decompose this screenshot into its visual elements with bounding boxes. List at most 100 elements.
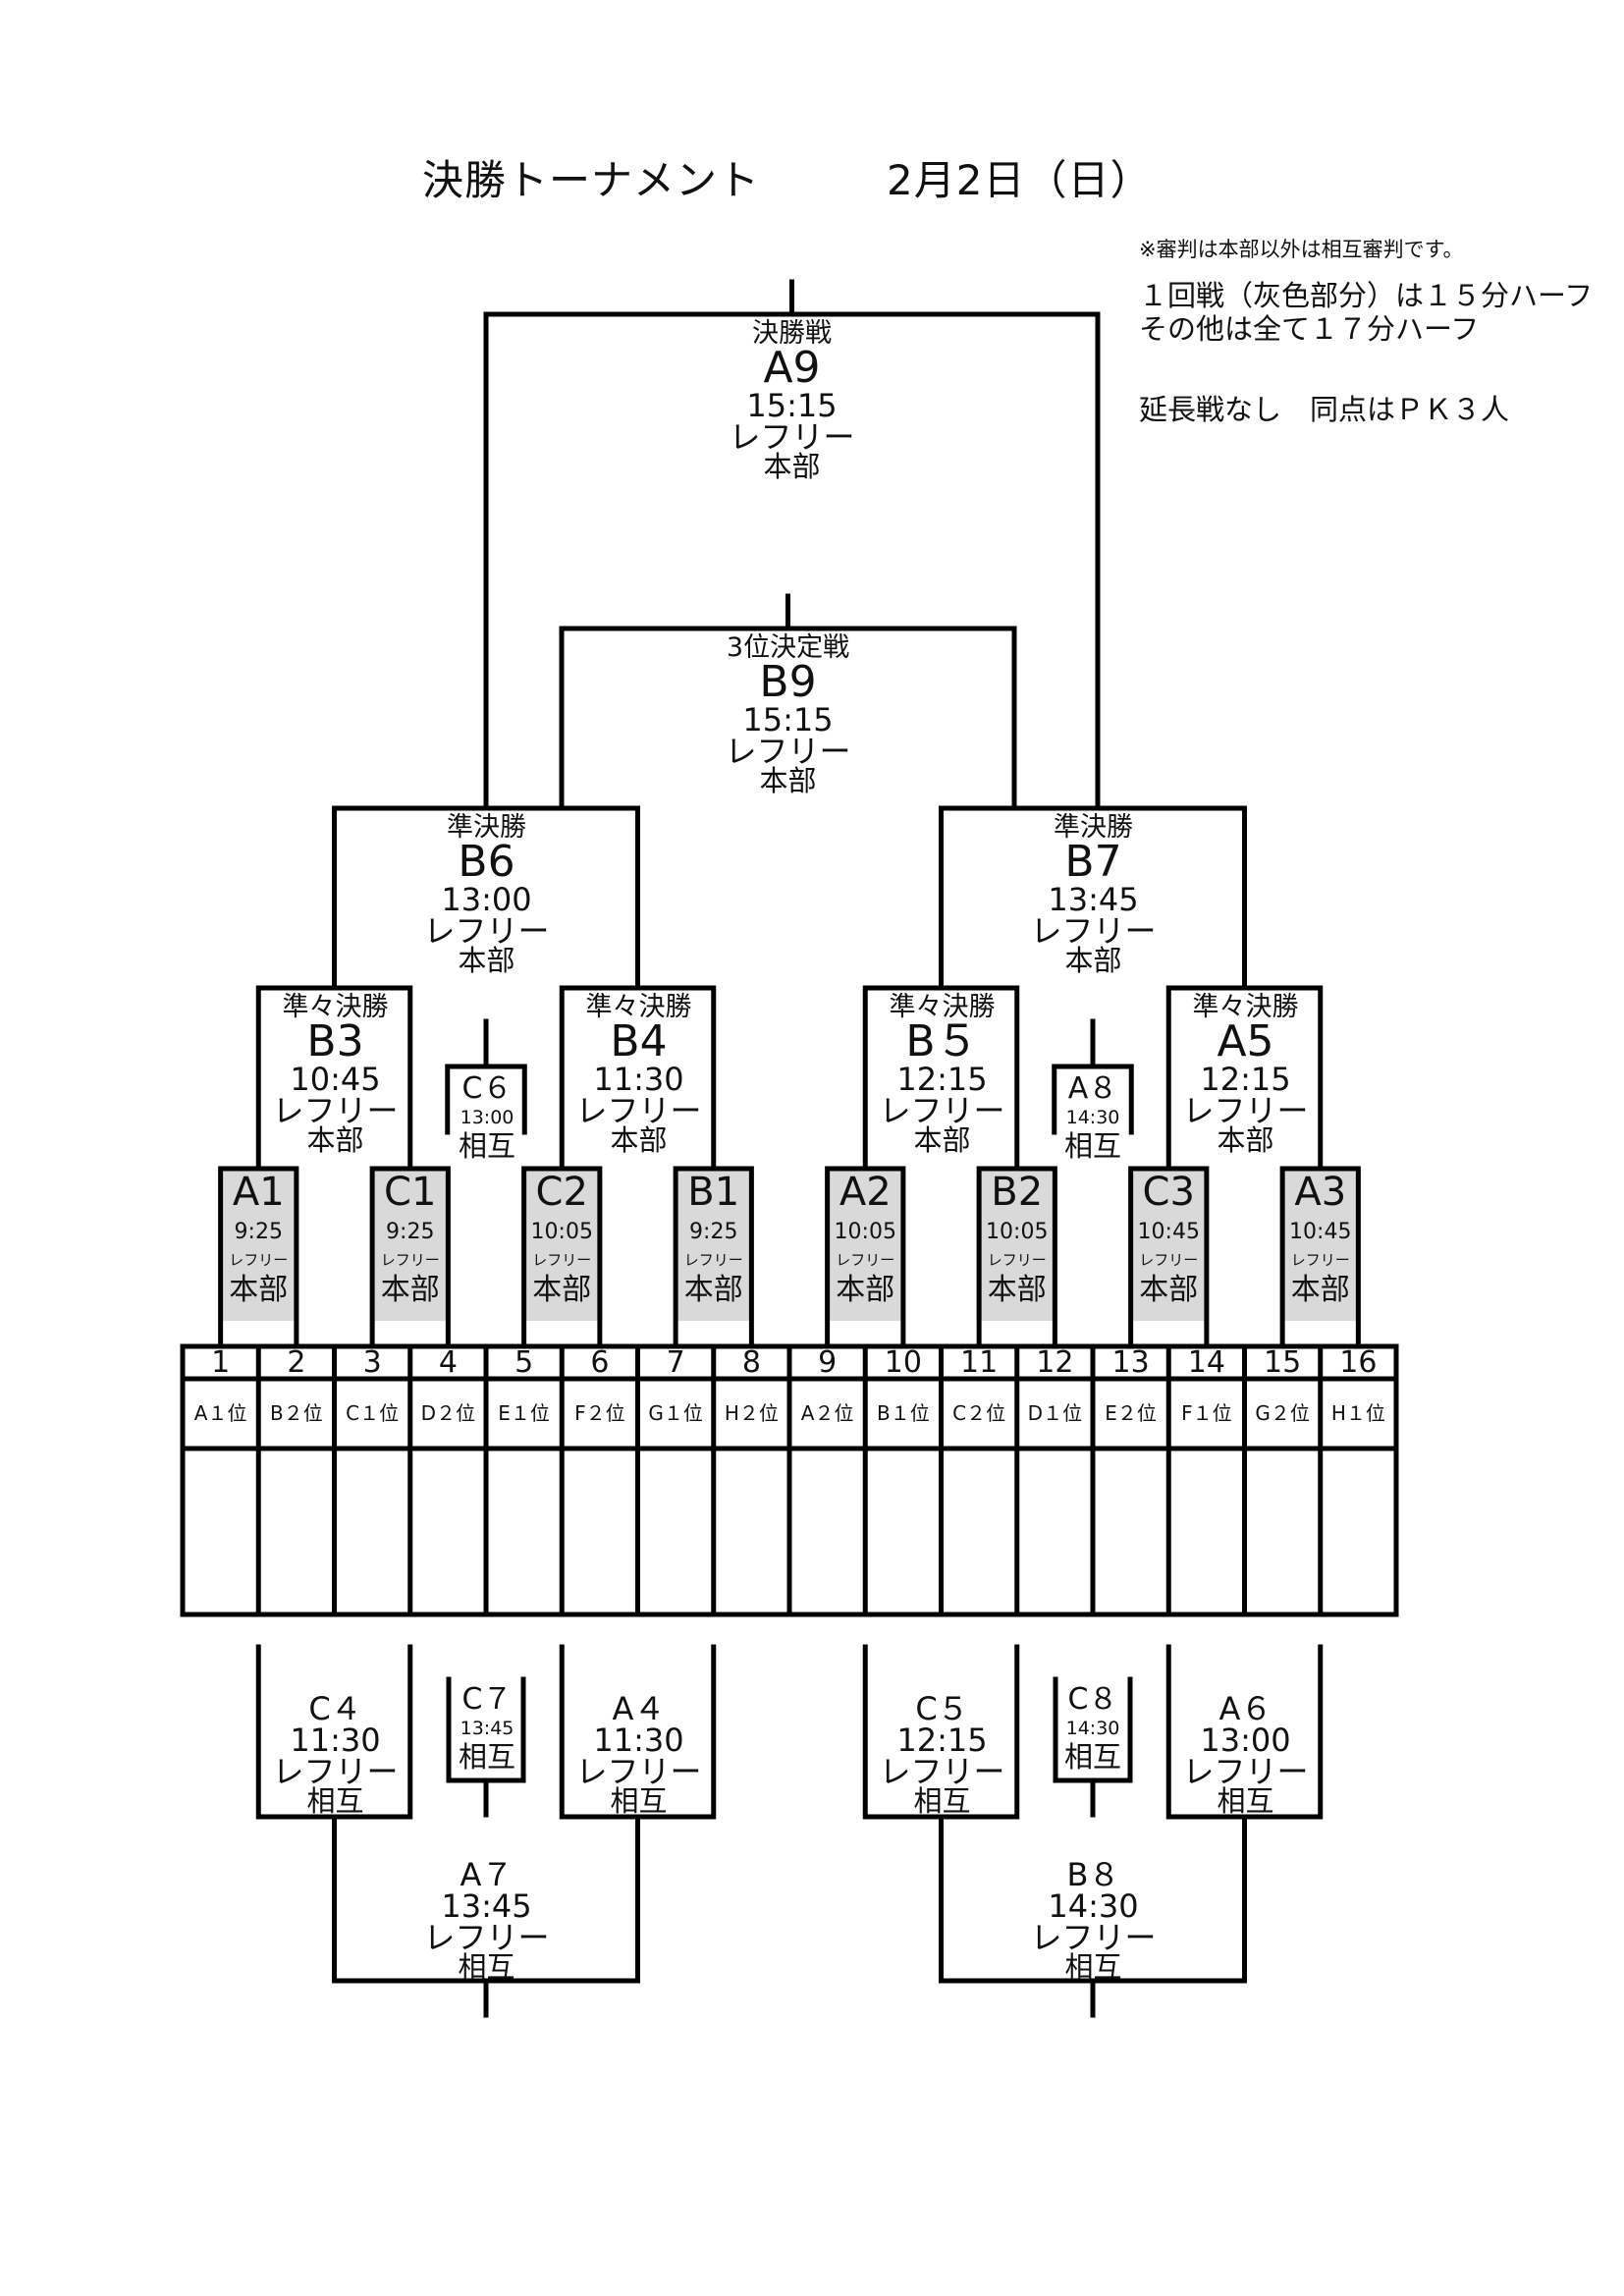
slot-number: 5	[514, 1345, 534, 1380]
referee-assignment: 相互	[458, 1950, 515, 1984]
match-time: 13:45	[460, 1718, 514, 1739]
slot-group-rank: D１位	[1027, 1401, 1083, 1425]
match-code: A1	[232, 1170, 285, 1215]
referee-label: レフリー	[272, 1092, 399, 1129]
referee-assignment: 本部	[229, 1273, 289, 1307]
referee-assignment: 相互	[1064, 1950, 1122, 1984]
slot-team-name[interactable]	[335, 1449, 410, 1614]
first-round-match: C2 10:05 レフリー 本部	[524, 1171, 600, 1308]
match-code: A４	[612, 1690, 666, 1727]
match-code: A5	[1217, 1016, 1274, 1066]
match-time: 13:45	[1048, 881, 1139, 918]
match-stage: 準決勝	[1054, 812, 1133, 843]
match-time: 11:30	[593, 1722, 684, 1759]
slot-number: 15	[1264, 1345, 1302, 1380]
match-time: 14:30	[1065, 1718, 1120, 1739]
first-round-fill	[676, 1169, 752, 1321]
referee-label: レフリー	[683, 1251, 743, 1269]
referee-label: レフリー	[1290, 1251, 1350, 1269]
match-time: 15:15	[746, 387, 838, 424]
slot-team-name[interactable]	[1093, 1449, 1168, 1614]
referee-assignment: 本部	[532, 1273, 592, 1307]
match-time: 10:45	[1289, 1220, 1352, 1244]
referee-label: レフリー	[1030, 912, 1157, 950]
slot-team-name[interactable]	[486, 1449, 562, 1614]
quarterfinal-match: 準々決勝 A5 12:15 レフリー 本部	[1170, 994, 1321, 1155]
slot-team-name[interactable]	[1245, 1449, 1321, 1614]
slot-team-name[interactable]	[1168, 1449, 1244, 1614]
slot-group-rank: C２位	[952, 1401, 1006, 1425]
semifinal-match: 準決勝 B6 13:00 レフリー 本部	[336, 814, 637, 975]
slot-team-name[interactable]	[258, 1449, 334, 1614]
match-code: B８	[1066, 1856, 1120, 1893]
referee-label: レフリー	[423, 1919, 550, 1956]
quarterfinal-match: 準々決勝 B５ 12:15 レフリー 本部	[867, 994, 1017, 1155]
slot-group-rank: B１位	[877, 1401, 930, 1425]
match-time: 9:25	[386, 1220, 435, 1244]
slot-number: 13	[1111, 1345, 1150, 1380]
slot-team-name[interactable]	[410, 1449, 486, 1614]
quarterfinal-match: 準々決勝 B3 10:45 レフリー 本部	[260, 994, 410, 1155]
slot-team-name[interactable]	[789, 1449, 865, 1614]
slot-group-rank: A１位	[193, 1401, 247, 1425]
slot-group-rank: G２位	[1255, 1401, 1310, 1425]
slot-number: 9	[818, 1345, 838, 1380]
referee-assignment: 本部	[380, 1273, 440, 1307]
referee-assignment: 相互	[458, 1740, 515, 1774]
slot-number: 16	[1339, 1345, 1378, 1380]
slot-group-rank: C１位	[346, 1401, 400, 1425]
placement-match: C７ 13:45 相互	[450, 1683, 524, 1775]
slot-team-name[interactable]	[638, 1449, 714, 1614]
first-round-match: B1 9:25 レフリー 本部	[676, 1171, 751, 1308]
consolation-final-match: A７ 13:45 レフリー 相互	[336, 1859, 637, 1982]
slot-team-name[interactable]	[562, 1449, 637, 1614]
referee-assignment: 本部	[763, 450, 821, 483]
slot-group-rank: H２位	[724, 1401, 779, 1425]
quarterfinal-match: 準々決勝 B4 11:30 レフリー 本部	[564, 994, 714, 1155]
match-code: C４	[308, 1690, 362, 1727]
slot-team-name[interactable]	[865, 1449, 941, 1614]
first-round-match: A2 10:05 レフリー 本部	[828, 1171, 903, 1308]
referee-assignment: 本部	[1064, 944, 1122, 977]
referee-assignment: 相互	[913, 1784, 971, 1818]
slot-team-name[interactable]	[714, 1449, 789, 1614]
match-time: 13:00	[1200, 1722, 1291, 1759]
slot-team-name[interactable]	[1017, 1449, 1093, 1614]
referee-assignment: 相互	[610, 1784, 668, 1818]
referee-label: レフリー	[879, 1092, 1005, 1129]
match-stage: 準々決勝	[585, 992, 692, 1022]
match-time: 10:05	[834, 1220, 896, 1244]
match-code: C3	[1142, 1170, 1195, 1215]
slot-team-name[interactable]	[1321, 1449, 1396, 1614]
match-code: B6	[458, 837, 515, 887]
match-code: A８	[1067, 1071, 1118, 1106]
referee-label: レフリー	[575, 1092, 702, 1129]
referee-label: レフリー	[1139, 1251, 1199, 1269]
referee-assignment: 本部	[1139, 1273, 1199, 1307]
slot-group-rank: A２位	[800, 1401, 854, 1425]
referee-label: レフリー	[1030, 1919, 1157, 1956]
consolation-final-match: B８ 14:30 レフリー 相互	[943, 1859, 1244, 1982]
slot-number: 6	[590, 1345, 610, 1380]
match-code: B7	[1064, 837, 1122, 887]
referee-label: レフリー	[987, 1251, 1047, 1269]
match-time: 9:25	[689, 1220, 738, 1244]
slot-team-name[interactable]	[942, 1449, 1017, 1614]
referee-assignment: 相互	[1063, 1129, 1121, 1163]
referee-label: レフリー	[380, 1251, 440, 1269]
slot-number: 12	[1036, 1345, 1074, 1380]
referee-assignment: 本部	[1217, 1123, 1274, 1157]
match-code: A2	[839, 1170, 892, 1215]
first-round-match: B2 10:05 レフリー 本部	[979, 1171, 1055, 1308]
match-code: B５	[905, 1016, 979, 1066]
referee-note: ※審判は本部以外は相互審判です。	[1139, 238, 1464, 261]
match-code: C８	[1067, 1682, 1118, 1717]
match-time: 13:45	[441, 1887, 532, 1925]
slot-number: 10	[884, 1345, 922, 1380]
note-other-duration: その他は全て１７分ハーフ	[1139, 312, 1480, 346]
match-time: 12:15	[896, 1722, 988, 1759]
slot-group-rank: F２位	[574, 1401, 625, 1425]
slot-team-name[interactable]	[183, 1449, 258, 1614]
slot-group-rank: E２位	[1105, 1401, 1157, 1425]
referee-label: レフリー	[729, 418, 855, 456]
